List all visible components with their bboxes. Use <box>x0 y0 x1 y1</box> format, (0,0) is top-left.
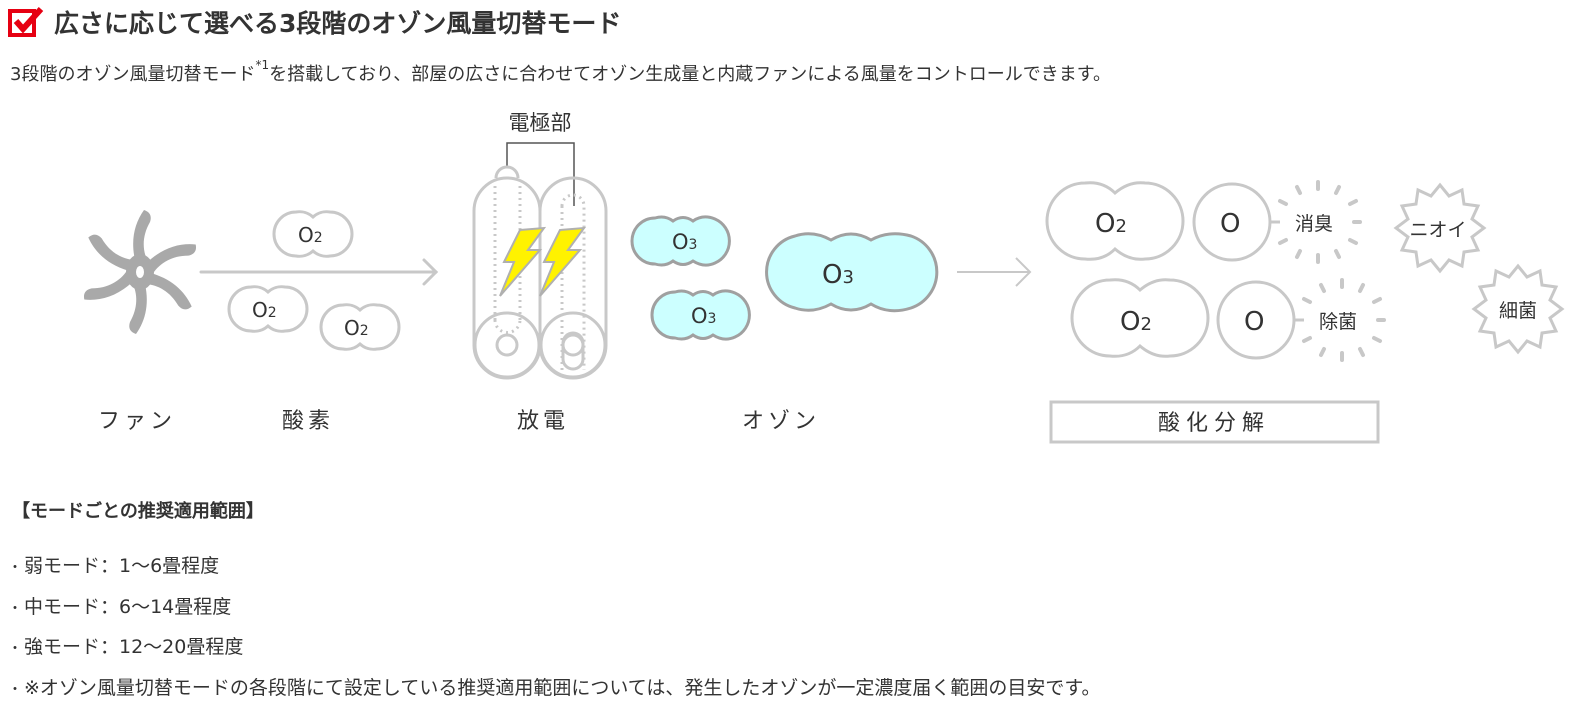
bullet: ・ <box>6 552 24 584</box>
intro-text: 3段階のオゾン風量切替モード*1を搭載しており、部屋の広さに合わせてオゾン生成量… <box>10 60 1111 86</box>
mode-note: ※オゾン風量切替モードの各段階にて設定している推奨適用範囲については、発生したオ… <box>24 677 1101 699</box>
mode-strong: 強モード：12～20畳程度 <box>24 636 243 658</box>
mode-range-heading: 【モードごとの推奨適用範囲】 <box>12 497 264 523</box>
fan-icon <box>81 210 199 334</box>
list-item: ・※オゾン風量切替モードの各段階にて設定している推奨適用範囲については、発生した… <box>6 672 1101 712</box>
sterilize-label: 除菌 <box>1319 311 1357 333</box>
bacteria-label: 細菌 <box>1499 300 1537 322</box>
mode-medium: 中モード：6～14畳程度 <box>24 596 231 618</box>
page-title: 広さに応じて選べる3段階のオゾン風量切替モード <box>54 4 621 40</box>
footnote-mark: *1 <box>255 58 269 72</box>
arrow-icon <box>957 258 1030 286</box>
red-checkbox-icon <box>8 6 44 38</box>
electrode-label: 電極部 <box>509 111 572 135</box>
mode-list: ・弱モード：1～6畳程度 ・中モード：6～14畳程度 ・強モード：12～20畳程… <box>6 550 1101 712</box>
bullet: ・ <box>6 593 24 625</box>
o-label: O <box>1220 209 1240 239</box>
deodorize-label: 消臭 <box>1295 213 1333 235</box>
stage-label-oxidation: 酸化分解 <box>1158 411 1270 436</box>
list-item: ・強モード：12～20畳程度 <box>6 631 1101 672</box>
stage-label-discharge: 放電 <box>517 409 569 434</box>
intro-text-before: 3段階のオゾン風量切替モード <box>10 64 255 85</box>
list-item: ・中モード：6～14畳程度 <box>6 591 1101 632</box>
arrow-icon <box>201 260 436 284</box>
ozone-process-diagram: O2 O2 O2 電極部 O3 O3 O3 <box>0 100 1578 460</box>
stage-label-oxygen: 酸素 <box>282 409 334 434</box>
stage-label-fan: ファン <box>98 409 176 434</box>
mode-weak: 弱モード：1～6畳程度 <box>24 555 219 577</box>
list-item: ・弱モード：1～6畳程度 <box>6 550 1101 591</box>
section-heading: 広さに応じて選べる3段階のオゾン風量切替モード <box>8 4 621 40</box>
o-label: O <box>1244 307 1264 337</box>
bullet: ・ <box>6 633 24 665</box>
lightning-icon <box>500 228 584 296</box>
decomposition-molecules <box>1047 183 1304 358</box>
bullet: ・ <box>6 674 24 706</box>
intro-text-after: を搭載しており、部屋の広さに合わせてオゾン生成量と内蔵ファンによる風量をコントロ… <box>269 64 1111 85</box>
stage-label-ozone: オゾン <box>742 409 820 434</box>
odor-label: ニオイ <box>1409 219 1466 241</box>
electrode-icon <box>474 143 606 378</box>
